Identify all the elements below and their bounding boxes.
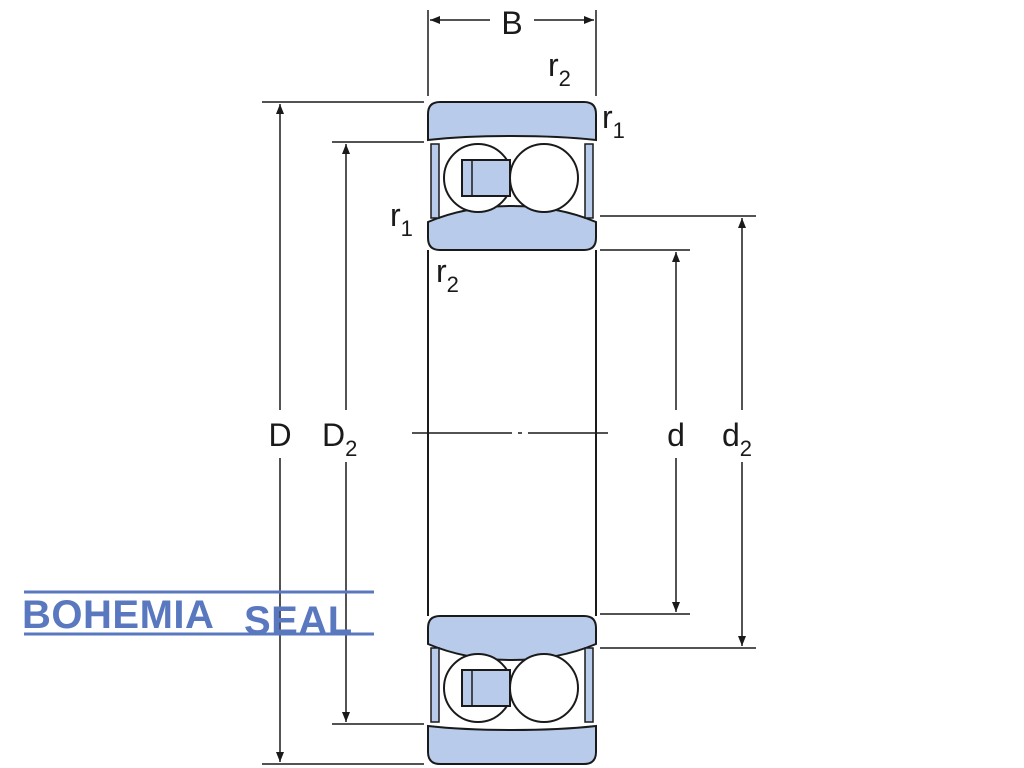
inner-ring-bottom xyxy=(427,615,597,662)
outer-ring-top xyxy=(427,101,597,142)
bohemia-seal-logo: BOHEMIA SEAL xyxy=(22,590,374,643)
ball-right-bottom xyxy=(509,653,579,723)
seal-left-top xyxy=(430,143,440,219)
logo-text-left: BOHEMIA xyxy=(22,593,214,637)
label-r2-bottom: r2 xyxy=(436,253,459,297)
label-B: B xyxy=(501,5,522,41)
bearing-cross-section xyxy=(412,250,608,616)
label-d2: d2 xyxy=(722,417,752,461)
label-r1-top: r1 xyxy=(602,99,625,143)
ball-right-top xyxy=(509,143,579,213)
label-D: D xyxy=(268,417,291,453)
seal-right-bottom xyxy=(584,647,594,723)
inner-ring-top xyxy=(427,204,597,251)
top-section xyxy=(427,101,597,251)
label-d: d xyxy=(667,417,685,453)
seal-left-bottom xyxy=(430,647,440,723)
extension-lines xyxy=(262,10,756,765)
logo-text-right: SEAL xyxy=(244,599,353,643)
label-r1-left: r1 xyxy=(390,197,413,241)
label-r2-top: r2 xyxy=(548,47,571,91)
seal-right-top xyxy=(584,143,594,219)
cage-bottom xyxy=(461,669,511,707)
cage-top xyxy=(461,159,511,197)
dimension-labels: B D D2 d d2 r2 r1 r1 r2 xyxy=(268,5,752,461)
outer-ring-bottom xyxy=(427,724,597,765)
label-D2: D2 xyxy=(322,417,357,461)
bottom-section xyxy=(427,615,597,765)
